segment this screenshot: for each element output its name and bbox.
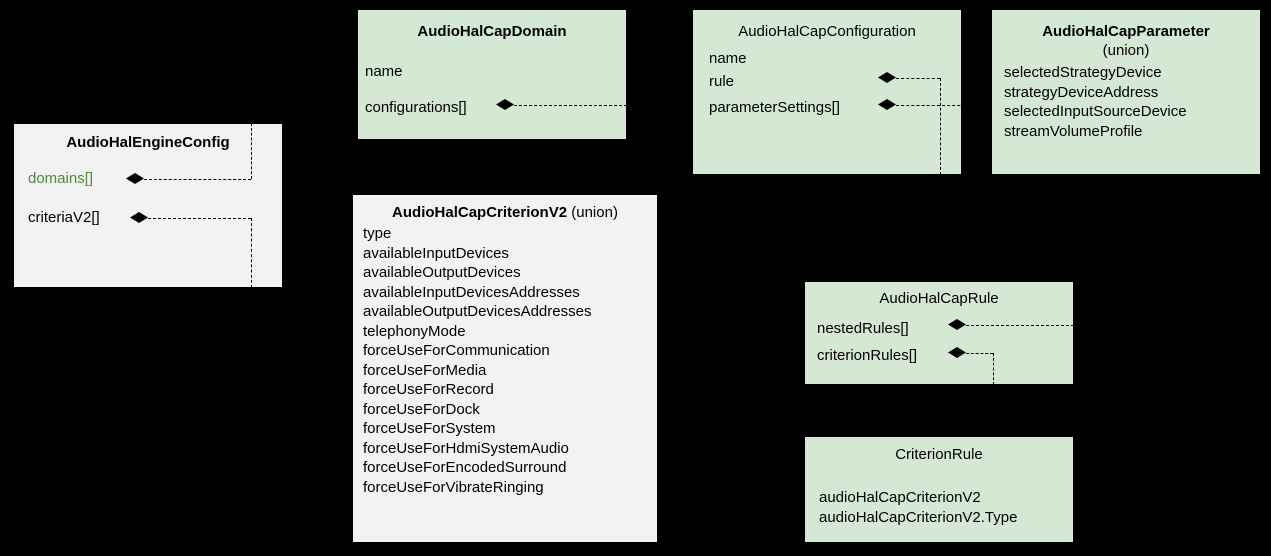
connector-criteriav2-vertical bbox=[251, 218, 252, 288]
class-title-audio-hal-engine-config: AudioHalEngineConfig bbox=[66, 134, 230, 151]
attribute-available-output-devices: availableOutputDevices bbox=[363, 264, 521, 281]
attribute-audio-hal-cap-criterion-v2-type: audioHalCapCriterionV2.Type bbox=[819, 508, 1018, 526]
attribute-audio-hal-cap-criterion-v2: audioHalCapCriterionV2 bbox=[819, 489, 981, 506]
attribute-selected-strategy-device: selectedStrategyDevice bbox=[1004, 64, 1162, 81]
attribute-name-cap-domain: name bbox=[365, 63, 403, 80]
connector-criterionrules-vertical bbox=[993, 353, 994, 385]
attribute-force-use-for-record: forceUseForRecord bbox=[363, 381, 494, 398]
connector-criterionrules-horizontal bbox=[966, 353, 993, 354]
class-title-audio-hal-cap-configuration: AudioHalCapConfiguration bbox=[738, 23, 916, 40]
connector-nestedrules-horizontal bbox=[966, 325, 1074, 326]
attribute-available-input-devices: availableInputDevices bbox=[363, 244, 509, 262]
diamond-marker-nested-rules bbox=[948, 319, 966, 330]
attribute-type: type bbox=[363, 225, 392, 242]
class-title-audio-hal-cap-parameter: AudioHalCapParameter bbox=[1042, 23, 1210, 40]
attribute-list-criterion-rule: audioHalCapCriterionV2 audioHalCapCriter… bbox=[819, 488, 1017, 527]
diamond-marker-criteria-v2 bbox=[130, 212, 148, 223]
attribute-parameter-settings: parameterSettings[] bbox=[709, 99, 840, 116]
class-box-criterion-rule[interactable]: CriterionRule audioHalCapCriterionV2 aud… bbox=[804, 436, 1074, 543]
attribute-list-cap-criterion-v2: type availableInputDevices availableOutp… bbox=[363, 224, 591, 497]
attribute-force-use-for-hdmi-system-audio: forceUseForHdmiSystemAudio bbox=[363, 439, 569, 457]
attribute-criterion-rules: criterionRules[] bbox=[817, 347, 918, 364]
class-subtitle-audio-hal-cap-parameter: (union) bbox=[1102, 42, 1150, 59]
attribute-domains: domains[] bbox=[28, 170, 94, 187]
class-title-audio-hal-cap-domain: AudioHalCapDomain bbox=[417, 23, 567, 40]
attribute-force-use-for-system: forceUseForSystem bbox=[363, 420, 496, 437]
attribute-available-output-devices-addresses: availableOutputDevicesAddresses bbox=[363, 303, 592, 320]
connector-domains-vertical bbox=[251, 123, 252, 179]
class-title-criterion-rule: CriterionRule bbox=[895, 446, 983, 463]
class-box-audio-hal-cap-criterion-v2[interactable]: AudioHalCapCriterionV2 (union) type avai… bbox=[352, 194, 658, 543]
connector-parametersettings-horizontal bbox=[896, 105, 991, 106]
connector-domains-horizontal bbox=[144, 179, 251, 180]
attribute-force-use-for-vibrate-ringing: forceUseForVibrateRinging bbox=[363, 478, 544, 496]
class-box-audio-hal-cap-domain[interactable]: AudioHalCapDomain name configurations[] bbox=[357, 9, 627, 140]
diamond-marker-domains bbox=[126, 173, 144, 184]
connector-criteriav2-horizontal bbox=[148, 218, 251, 219]
attribute-force-use-for-dock: forceUseForDock bbox=[363, 400, 480, 418]
attribute-stream-volume-profile: streamVolumeProfile bbox=[1004, 122, 1143, 140]
attribute-force-use-for-media: forceUseForMedia bbox=[363, 361, 487, 379]
attribute-rule: rule bbox=[709, 73, 735, 90]
attribute-list-cap-parameter: selectedStrategyDevice strategyDeviceAdd… bbox=[1004, 63, 1187, 141]
class-title-audio-hal-cap-rule: AudioHalCapRule bbox=[879, 290, 999, 307]
attribute-nested-rules: nestedRules[] bbox=[817, 320, 909, 337]
attribute-force-use-for-communication: forceUseForCommunication bbox=[363, 342, 550, 359]
attribute-selected-input-source-device: selectedInputSourceDevice bbox=[1004, 103, 1187, 120]
connector-rule-vertical bbox=[940, 78, 941, 175]
diamond-marker-criterion-rules bbox=[948, 347, 966, 358]
class-box-audio-hal-engine-config[interactable]: AudioHalEngineConfig domains[] criteriaV… bbox=[13, 123, 283, 288]
connector-configurations-horizontal bbox=[514, 105, 692, 106]
class-box-audio-hal-cap-configuration[interactable]: AudioHalCapConfiguration name rule param… bbox=[692, 9, 962, 175]
attribute-criteria-v2: criteriaV2[] bbox=[28, 209, 100, 226]
connector-rule-horizontal bbox=[896, 78, 940, 79]
class-title-audio-hal-cap-criterion-v2: AudioHalCapCriterionV2 (union) bbox=[353, 204, 657, 222]
attribute-name-cap-configuration: name bbox=[709, 50, 747, 67]
class-title-suffix-criterion-v2: (union) bbox=[567, 204, 618, 221]
attribute-force-use-for-encoded-surround: forceUseForEncodedSurround bbox=[363, 459, 567, 476]
class-box-audio-hal-cap-rule[interactable]: AudioHalCapRule nestedRules[] criterionR… bbox=[804, 281, 1074, 385]
attribute-configurations: configurations[] bbox=[365, 99, 467, 116]
diamond-marker-parameter-settings bbox=[878, 99, 896, 110]
attribute-available-input-devices-addresses: availableInputDevicesAddresses bbox=[363, 283, 580, 301]
class-title-text-criterion-v2: AudioHalCapCriterionV2 bbox=[392, 204, 568, 221]
attribute-strategy-device-address: strategyDeviceAddress bbox=[1004, 83, 1159, 101]
class-box-audio-hal-cap-parameter[interactable]: AudioHalCapParameter (union) selectedStr… bbox=[991, 9, 1261, 175]
attribute-telephony-mode: telephonyMode bbox=[363, 322, 466, 340]
diamond-marker-configurations bbox=[496, 99, 514, 110]
diamond-marker-rule bbox=[878, 72, 896, 83]
